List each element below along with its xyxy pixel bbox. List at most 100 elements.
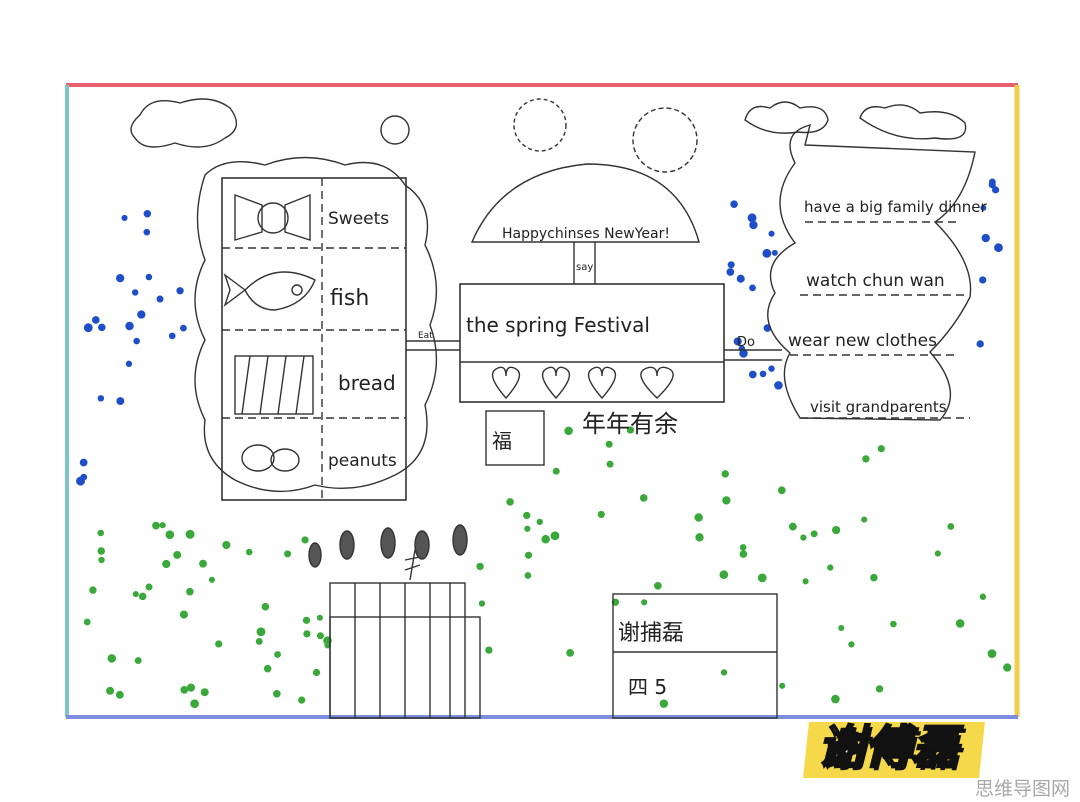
do-label: Do bbox=[737, 335, 755, 350]
dot bbox=[106, 686, 115, 695]
dot bbox=[779, 682, 786, 689]
dot bbox=[694, 513, 703, 522]
dot bbox=[506, 498, 514, 506]
dot bbox=[316, 632, 324, 640]
dot bbox=[98, 556, 105, 564]
dot bbox=[749, 284, 756, 292]
dot bbox=[524, 572, 532, 579]
dot bbox=[802, 578, 809, 585]
dot bbox=[312, 668, 321, 677]
eat-label: Eat bbox=[418, 331, 433, 341]
dot bbox=[173, 550, 182, 559]
eat-item-label: Sweets bbox=[328, 209, 389, 229]
dot bbox=[132, 591, 139, 598]
dot bbox=[180, 324, 187, 332]
dot bbox=[695, 533, 704, 542]
dot bbox=[190, 699, 199, 709]
dot bbox=[255, 638, 263, 645]
eat-table bbox=[221, 177, 407, 501]
dot bbox=[606, 460, 614, 468]
dot bbox=[659, 699, 669, 708]
dot bbox=[245, 548, 253, 556]
dot bbox=[116, 274, 125, 283]
dot bbox=[991, 186, 1000, 194]
dot bbox=[641, 599, 648, 606]
dot bbox=[485, 646, 493, 654]
fu-character: 福 bbox=[492, 429, 512, 453]
dot bbox=[739, 544, 747, 551]
dot bbox=[759, 370, 767, 378]
eat-cloud-outline bbox=[194, 156, 438, 493]
dot bbox=[739, 550, 748, 558]
dot bbox=[722, 496, 731, 505]
watermark-site: 思维导图网 bbox=[975, 778, 1071, 800]
dot bbox=[788, 522, 797, 531]
decorative-dots bbox=[76, 178, 1012, 709]
dot bbox=[524, 551, 533, 559]
dot bbox=[131, 289, 139, 296]
dot bbox=[263, 664, 272, 673]
dot bbox=[186, 683, 196, 692]
dot bbox=[536, 518, 543, 526]
dot bbox=[176, 287, 184, 295]
dot bbox=[261, 602, 270, 611]
dot bbox=[97, 547, 105, 555]
center-topic-box bbox=[459, 283, 725, 403]
dot bbox=[875, 685, 884, 693]
dot bbox=[298, 696, 306, 704]
dot bbox=[988, 181, 996, 189]
dot bbox=[979, 276, 987, 284]
sun-icon bbox=[380, 98, 698, 173]
dot bbox=[89, 586, 97, 594]
dot bbox=[979, 593, 987, 600]
dot bbox=[80, 473, 88, 481]
dot bbox=[125, 321, 134, 331]
do-item-label: have a big family dinner bbox=[804, 198, 988, 216]
do-item-label: wear new clothes bbox=[788, 331, 937, 351]
dot bbox=[143, 228, 151, 236]
cloud-icon bbox=[744, 101, 829, 134]
dot bbox=[79, 458, 88, 467]
dot bbox=[768, 230, 775, 237]
dot bbox=[200, 688, 209, 697]
dot bbox=[215, 640, 223, 648]
dot bbox=[180, 686, 189, 694]
watermark-name: 谢傅磊 bbox=[817, 719, 959, 775]
dot bbox=[478, 600, 486, 607]
dot bbox=[199, 559, 207, 568]
dot bbox=[274, 651, 281, 658]
dot bbox=[222, 540, 231, 550]
dot bbox=[185, 529, 195, 539]
dot bbox=[152, 521, 160, 530]
dot bbox=[550, 531, 560, 541]
dot bbox=[137, 310, 146, 319]
dot bbox=[626, 426, 635, 434]
do-scroll-outline bbox=[767, 124, 976, 421]
dot bbox=[810, 530, 818, 538]
dot bbox=[777, 486, 786, 495]
dot bbox=[303, 630, 311, 638]
dot bbox=[994, 243, 1003, 253]
dot bbox=[748, 370, 757, 379]
fish-icon bbox=[223, 271, 316, 311]
dot bbox=[605, 440, 613, 448]
dot bbox=[116, 397, 125, 406]
dot bbox=[749, 220, 758, 230]
dot bbox=[284, 550, 292, 558]
dot bbox=[800, 534, 807, 541]
cloud-icon bbox=[859, 104, 967, 140]
dot bbox=[733, 337, 742, 346]
dot bbox=[739, 349, 748, 358]
dot bbox=[861, 516, 868, 523]
class-label: 四 5 bbox=[628, 675, 667, 699]
dot bbox=[156, 295, 164, 303]
dot bbox=[179, 610, 188, 619]
dot bbox=[987, 649, 997, 659]
fu-box bbox=[485, 410, 545, 466]
dot bbox=[273, 689, 281, 698]
dot bbox=[208, 576, 215, 583]
dot bbox=[316, 614, 323, 621]
peanut-icon bbox=[241, 444, 300, 472]
dot bbox=[862, 455, 870, 463]
dot bbox=[980, 204, 987, 211]
